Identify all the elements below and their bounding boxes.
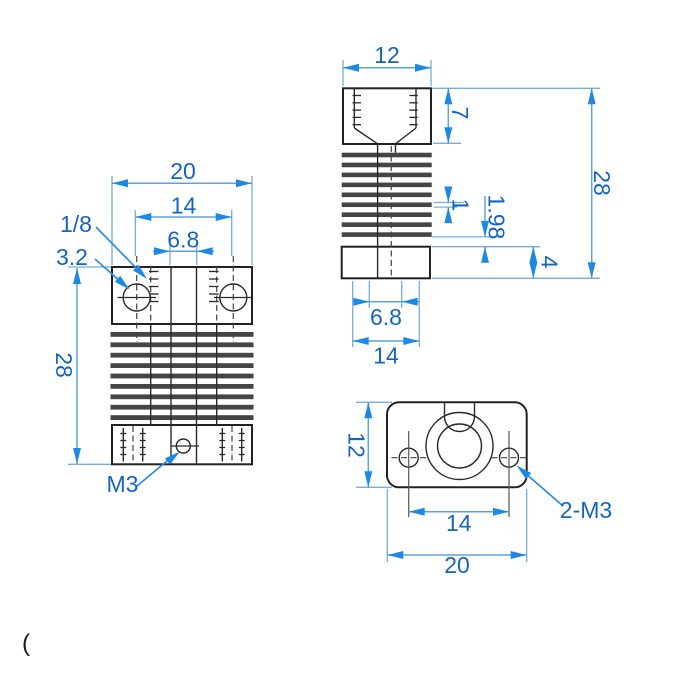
fin [341, 172, 432, 178]
label-front-hole-diameter: 3.2 [56, 244, 88, 270]
dim-side-fin-pitch: 1.98 [484, 195, 510, 240]
fin [110, 404, 254, 410]
front-top-block [111, 266, 253, 325]
front-view: 20 14 6.8 28 1/8 [51, 158, 254, 497]
front-fins [110, 332, 254, 420]
fin [110, 363, 254, 368]
side-bottom-block [340, 245, 432, 280]
dim-side-depth: 12 [374, 42, 400, 68]
bottom-geometry [386, 401, 528, 517]
fin [341, 162, 432, 168]
front-dimensions: 20 14 6.8 28 1/8 [51, 158, 253, 497]
fin [341, 232, 432, 237]
bottom-plate [386, 401, 528, 489]
side-view: 12 7 28 1 [340, 42, 615, 369]
fin [110, 373, 254, 379]
dim-front-total-width: 20 [170, 158, 196, 184]
dim-bottom-hole-spacing: 14 [446, 510, 472, 536]
side-top-block [342, 87, 432, 146]
fin [110, 332, 254, 337]
label-bottom-holes: 2-M3 [560, 497, 612, 523]
fin [110, 415, 254, 420]
dim-side-bore: 6.8 [370, 304, 402, 330]
dim-side-base-height: 4 [537, 256, 563, 269]
side-socket-ticks [352, 94, 418, 126]
stray-paren: ( [22, 630, 30, 657]
bottom-view: 12 14 20 2-M3 [344, 401, 612, 578]
fin [110, 342, 254, 348]
side-dimensions: 12 7 28 1 [342, 42, 615, 369]
fin [341, 212, 432, 217]
bottom-inner-circle [436, 423, 483, 469]
bottom-slot [443, 402, 476, 433]
front-bottom-block [111, 424, 253, 466]
dim-bottom-width: 20 [444, 552, 470, 578]
fin [341, 192, 432, 198]
dim-front-channel-width: 6.8 [167, 227, 199, 253]
fin [110, 384, 254, 389]
dim-side-socket-depth: 7 [447, 107, 473, 120]
bottom-dimensions: 12 14 20 2-M3 [344, 401, 612, 578]
dim-side-base-width: 14 [373, 343, 399, 369]
dim-side-fin-thickness: 1 [448, 199, 474, 212]
fin [110, 352, 254, 358]
fin [341, 222, 432, 227]
label-front-thread: 1/8 [60, 211, 92, 237]
front-thread-ticks [149, 270, 219, 303]
dim-bottom-depth: 12 [344, 432, 370, 458]
fin [341, 182, 432, 188]
fin [341, 202, 432, 208]
side-geometry [340, 87, 432, 280]
dim-front-height: 28 [51, 352, 77, 378]
fin [110, 394, 254, 400]
dim-front-hole-spacing: 14 [171, 193, 197, 219]
dim-side-height: 28 [589, 170, 615, 196]
side-fins [341, 152, 432, 237]
front-geometry [110, 256, 254, 466]
fin [341, 152, 432, 158]
front-bottom-threads [120, 426, 245, 464]
label-front-m3: M3 [107, 471, 139, 497]
bottom-outer-circle [425, 411, 494, 481]
